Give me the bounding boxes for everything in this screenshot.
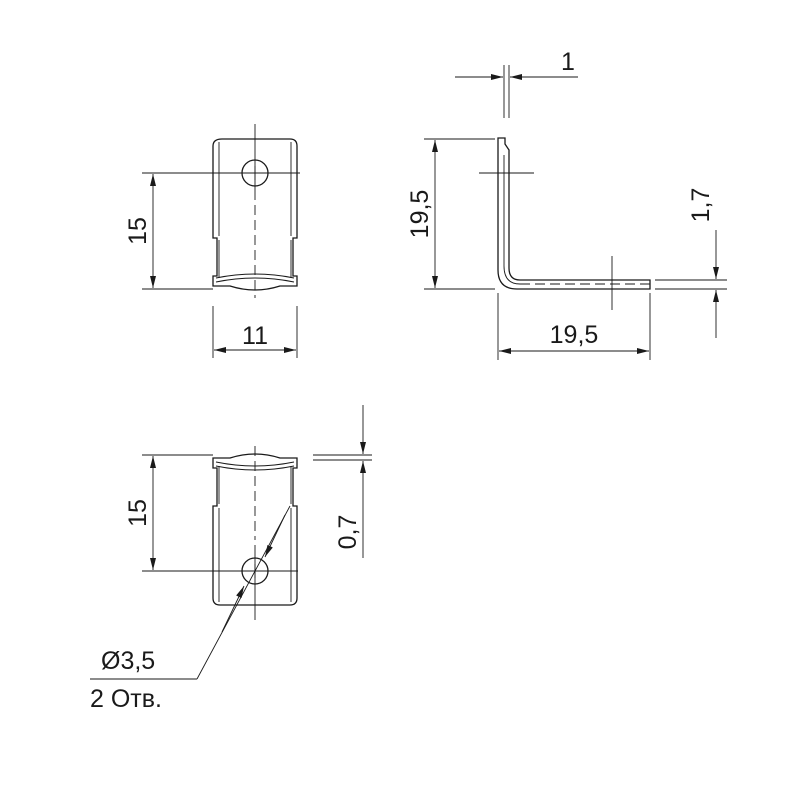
dimension-label: 1,7 (687, 188, 715, 223)
dimension-front-bottom-height: 15 (124, 454, 298, 572)
dimension-thickness: 1 (455, 48, 578, 118)
dimension-label: 19,5 (406, 190, 434, 239)
dimension-label: 1 (561, 48, 575, 76)
dimension-label: 0,7 (334, 515, 362, 550)
side-view (479, 137, 651, 310)
profile-inner-bend (503, 265, 521, 285)
bracket-profile-outer (497, 137, 651, 290)
hole-leader: Ø3,5 2 Отв. (90, 505, 291, 713)
front-view-top (212, 124, 298, 298)
front-view-bottom (212, 446, 298, 620)
dimension-side-offset: 1,7 (655, 188, 727, 338)
hole-diameter-label: Ø3,5 (101, 647, 155, 675)
dimension-label: 15 (124, 499, 152, 527)
dimension-front-top-height: 15 (124, 172, 300, 290)
bracket-bend-curve-top-2 (215, 277, 295, 283)
leader-arrow-lower (221, 585, 245, 633)
dimension-front-bottom-offset: 0,7 (313, 405, 372, 558)
dimension-label: 15 (124, 217, 152, 245)
leader-line-diagonal (196, 505, 291, 680)
dimension-side-height: 19,5 (406, 138, 495, 290)
dimension-label: 19,5 (550, 321, 599, 349)
hole-count-label: 2 Отв. (90, 685, 162, 713)
dimension-label: 11 (242, 322, 268, 350)
bracket-outline-top (212, 138, 298, 291)
leader-arrow-upper (264, 514, 286, 558)
dimension-side-length: 19,5 (497, 293, 651, 360)
dimension-front-width: 11 (212, 306, 298, 358)
bracket-outline-bottom (212, 453, 298, 606)
